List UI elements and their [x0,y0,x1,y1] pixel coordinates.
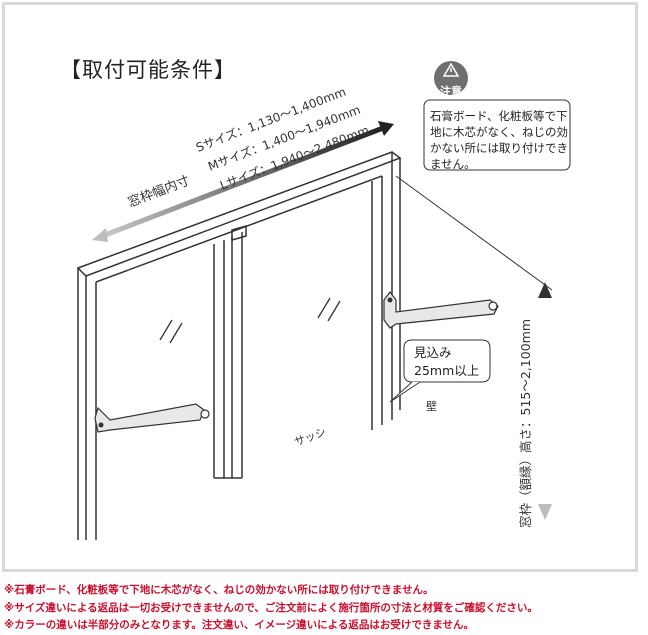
caution-box [423,99,571,171]
note-item: ※石膏ボード、化粧板等で下地に木芯がなく、ねじの効かない所には取り付けできません… [4,584,434,596]
callout-line-1: 見込み [414,345,452,360]
note-item: ※カラーの違いは半部分のみとなります。注文違い、イメージ違いによる返品はお受けで… [4,619,475,631]
page-title: 【取付可能条件】 [60,58,236,82]
caution-text: 石膏ボード、化粧板等で下地に木芯がなく、ねじの効かない所には取り付けできません。 [430,109,568,171]
depth-callout: 見込み 25mm以上 [414,344,479,380]
callout-line-2: 25mm以上 [414,363,480,378]
notes: ※石膏ボード、化粧板等で下地に木芯がなく、ねじの効かない所には取り付けできません… [4,582,644,635]
window-frame [76,151,402,540]
wall-label: 壁 [426,399,437,413]
diagram-frame [2,2,638,572]
callout-bubble [389,339,491,403]
height-arrow [538,282,552,520]
note-item: ※サイズ違いによる返品は一切お受けできませんので、ご注文前によく施行箇所の寸法と… [4,601,538,614]
width-arrow [92,121,394,242]
caution-badge [434,61,468,95]
caution-label: 注意 [440,85,462,98]
right-bracket [383,291,499,329]
height-label: 窓枠（額縁）高さ：515～2,100mm [518,319,533,528]
glass-marks [159,297,341,344]
left-bracket [94,403,210,433]
sash-label: サッシ [293,425,328,449]
caution-leader [395,175,553,291]
window-diagram: 窓枠幅内寸 Sサイズ：1,130～1,400mm Mサイズ：1,400～1,94… [76,61,571,540]
